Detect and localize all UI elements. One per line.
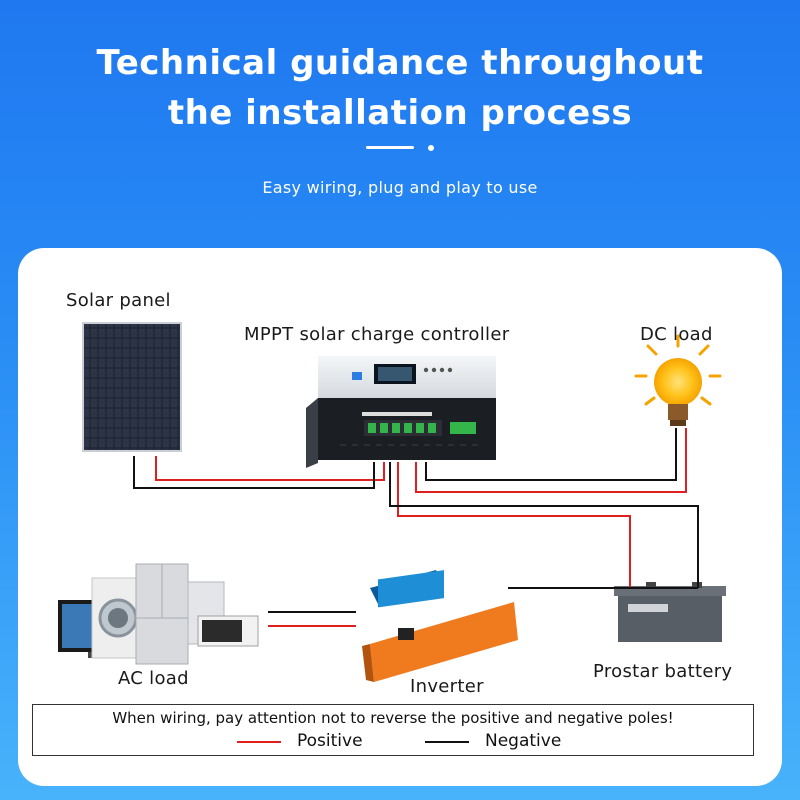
legend-box: When wiring, pay attention not to revers… (32, 704, 754, 756)
legend-positive-label: Positive (297, 731, 363, 751)
legend-positive-line (237, 741, 281, 743)
negative-wires (133, 428, 699, 613)
hero-divider-dot (428, 145, 434, 151)
hero-title: Technical guidance throughout the instal… (0, 38, 800, 138)
legend-row: Positive Negative (33, 731, 753, 753)
battery-icon (614, 582, 726, 642)
ac-load-label: AC load (118, 668, 189, 689)
ac-load-appliances-icon (58, 563, 259, 665)
inverter-label: Inverter (410, 676, 484, 697)
legend-negative-line (425, 741, 469, 743)
controller-label: MPPT solar charge controller (244, 324, 510, 345)
solar-panel-icon (82, 322, 182, 452)
charge-controller-icon (306, 356, 496, 468)
hero-divider (366, 146, 414, 149)
light-bulb-icon (634, 334, 722, 426)
legend-negative-label: Negative (485, 731, 562, 751)
battery-label: Prostar battery (593, 661, 733, 682)
wiring-diagram-svg (58, 322, 726, 682)
solar-panel-label: Solar panel (66, 290, 171, 311)
hero-subtitle: Easy wiring, plug and play to use (262, 178, 538, 197)
inverter-icon (362, 570, 518, 682)
polarity-warning: When wiring, pay attention not to revers… (112, 709, 674, 727)
hero-title-line2: the installation process (167, 93, 633, 133)
hero-title-line1: Technical guidance throughout (96, 43, 704, 83)
positive-wires (155, 428, 687, 627)
wiring-diagram-card: Solar panel MPPT solar charge controller… (18, 248, 782, 786)
dc-load-label: DC load (640, 324, 713, 345)
